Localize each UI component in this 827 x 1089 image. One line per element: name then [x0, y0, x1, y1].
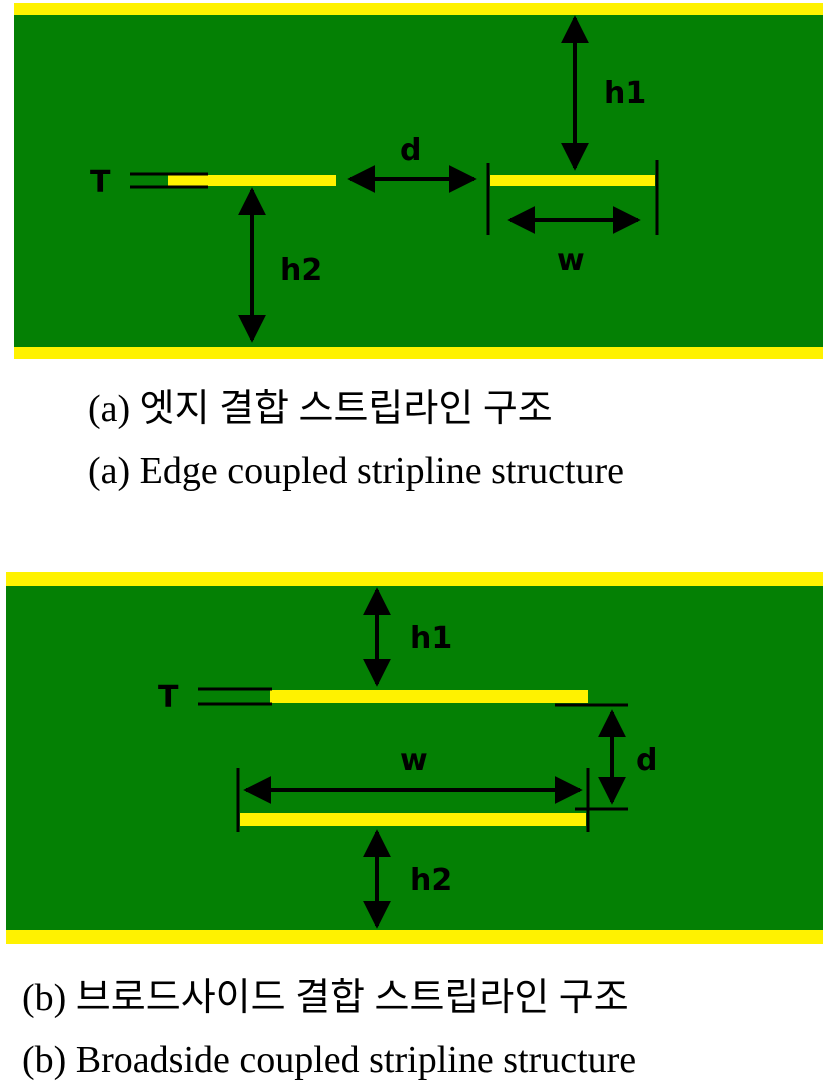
upper-strip	[270, 690, 588, 703]
thickness-label: T	[158, 680, 179, 715]
top-ground-plane	[14, 3, 823, 15]
h1-label: h1	[410, 621, 452, 656]
top-ground-plane	[6, 572, 823, 586]
d-label: d	[400, 133, 421, 168]
w-label: w	[400, 743, 428, 778]
caption-a-english: (a) Edge coupled stripline structure	[88, 450, 624, 492]
edge-coupled-diagram: T h1 h2 d w	[14, 3, 823, 359]
thickness-label: T	[90, 165, 111, 200]
w-label: w	[557, 243, 585, 278]
bottom-ground-plane	[14, 347, 823, 359]
caption-a-korean: (a) 엣지 결합 스트립라인 구조	[88, 388, 553, 430]
h2-label: h2	[410, 863, 452, 898]
bottom-ground-plane	[6, 930, 823, 944]
substrate	[6, 586, 823, 930]
caption-b-korean: (b) 브로드사이드 결합 스트립라인 구조	[22, 977, 629, 1019]
caption-b-english: (b) Broadside coupled stripline structur…	[22, 1039, 636, 1081]
d-label: d	[636, 743, 657, 778]
h2-label: h2	[280, 253, 322, 288]
h1-label: h1	[604, 76, 646, 111]
right-strip	[490, 175, 655, 186]
left-strip	[168, 175, 336, 186]
lower-strip	[240, 813, 586, 826]
broadside-coupled-diagram: T h1 h2 d w	[6, 572, 823, 944]
